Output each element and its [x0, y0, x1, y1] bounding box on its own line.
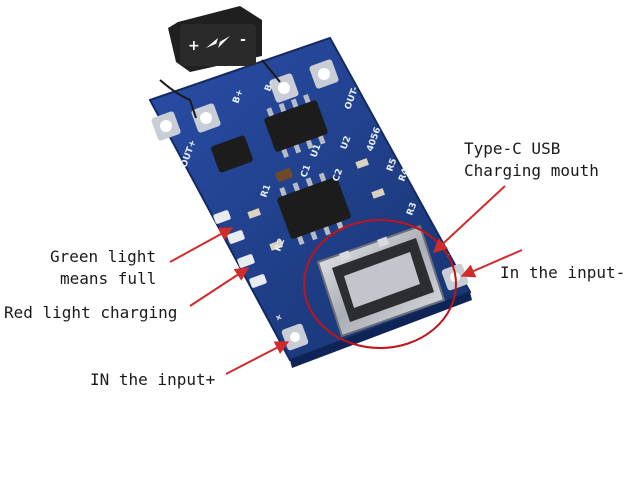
pad-b-minus	[269, 73, 299, 103]
label-red-light: Red light charging	[4, 303, 177, 322]
label-green-line2: means full	[60, 269, 156, 288]
typec-connector	[316, 224, 446, 338]
silk-u2: U2	[339, 135, 353, 151]
chip-u1-small	[211, 135, 253, 173]
label-typec-line1: Type-C USB	[464, 139, 560, 158]
arrow-typec	[432, 185, 506, 253]
arrow-in-minus	[460, 249, 523, 278]
battery-wire-minus	[261, 59, 281, 83]
silk-u1: U1	[309, 143, 323, 159]
silk-in-plus: +	[273, 313, 285, 324]
battery-wire-plus	[159, 79, 197, 119]
pad-b-plus	[191, 103, 221, 133]
silk-r4: R4	[397, 167, 411, 183]
silk-r3: R3	[405, 201, 419, 217]
battery-plus-sign: +	[188, 38, 200, 54]
label-in-minus: In the input-	[500, 263, 625, 282]
battery-minus-sign: -	[240, 32, 246, 48]
chip-main	[277, 172, 351, 246]
arrow-green-light	[169, 227, 234, 263]
led-red	[237, 254, 267, 288]
silk-c2: C2	[331, 168, 345, 184]
pad-out-plus-corner	[151, 111, 181, 141]
label-green-line1: Green light	[50, 247, 156, 266]
silk-r5: R5	[385, 157, 399, 173]
silk-c1: C1	[299, 164, 313, 180]
silk-b-plus: B+	[231, 88, 245, 105]
passive-components	[247, 158, 386, 251]
lightning-icon	[206, 36, 230, 48]
typec-highlight-circle	[303, 219, 457, 349]
silk-b-minus: B-	[263, 79, 276, 93]
label-in-plus: IN the input+	[90, 370, 215, 389]
arrow-red-light	[189, 267, 250, 307]
pad-out-minus-corner	[309, 59, 339, 89]
silk-r1: R1	[259, 183, 273, 199]
arrow-in-plus	[225, 341, 290, 375]
battery-icon: + -	[159, 6, 281, 119]
label-typec-line2: Charging mouth	[464, 161, 599, 180]
chip-u2	[264, 94, 328, 158]
silk-r2: R2	[273, 237, 287, 253]
